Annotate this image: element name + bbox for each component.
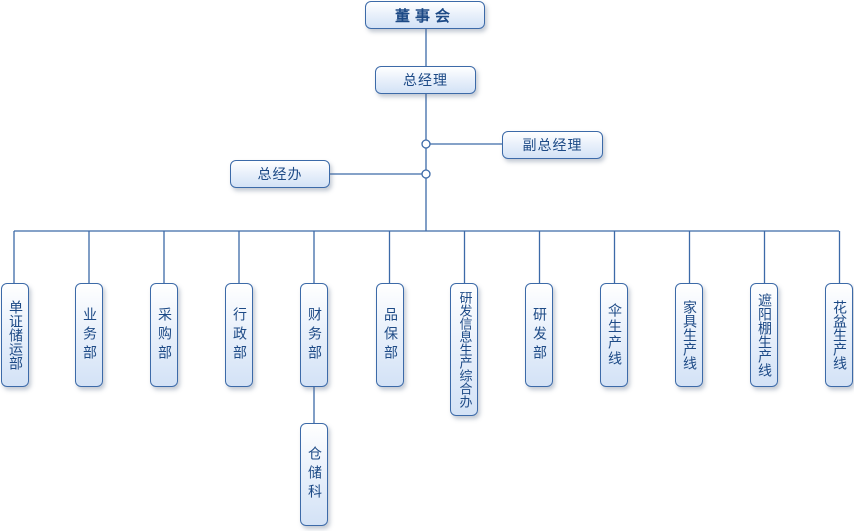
- org-node-gm-office[interactable]: 总经办: [230, 160, 330, 188]
- org-node-label: 总经办: [257, 167, 303, 183]
- org-node-department[interactable]: 花盆生产线: [825, 283, 853, 387]
- org-node-department[interactable]: 品保部: [376, 283, 404, 387]
- org-node-label: 品保部: [382, 306, 398, 364]
- org-node-department[interactable]: 行政部: [225, 283, 253, 387]
- org-node-label: 采购部: [156, 306, 172, 364]
- junction-node-gm-office: [421, 169, 431, 179]
- org-node-label: 财务部: [306, 306, 322, 364]
- org-node-label: 总经理: [403, 73, 448, 89]
- org-node-label: 单证储运部: [7, 300, 23, 370]
- junction-node-deputy: [421, 139, 431, 149]
- org-node-department[interactable]: 采购部: [150, 283, 178, 387]
- org-node-department[interactable]: 单证储运部: [1, 283, 29, 387]
- org-node-department[interactable]: 遮阳棚生产线: [750, 283, 778, 387]
- org-node-department[interactable]: 家具生产线: [675, 283, 703, 387]
- org-node-deputy-general-manager[interactable]: 副总经理: [502, 131, 603, 159]
- org-node-label: 研发信息生产综合办: [456, 291, 472, 408]
- org-node-department[interactable]: 研发部: [525, 283, 553, 387]
- org-node-label: 行政部: [231, 306, 247, 364]
- org-node-department[interactable]: 业务部: [75, 283, 103, 387]
- org-node-label: 家具生产线: [681, 300, 697, 370]
- org-node-warehouse-section[interactable]: 仓储科: [300, 423, 328, 526]
- org-node-label: 董事会: [394, 6, 455, 25]
- org-node-department[interactable]: 伞生产线: [600, 283, 628, 387]
- org-node-department[interactable]: 研发信息生产综合办: [450, 283, 478, 416]
- org-node-department-finance[interactable]: 财务部: [300, 283, 328, 387]
- org-node-label: 遮阳棚生产线: [756, 293, 772, 377]
- org-node-label: 副总经理: [522, 138, 583, 154]
- org-node-general-manager[interactable]: 总经理: [375, 66, 476, 94]
- org-node-label: 业务部: [81, 306, 97, 364]
- org-node-label: 花盆生产线: [831, 300, 847, 370]
- org-node-label: 伞生产线: [606, 303, 622, 367]
- org-node-board[interactable]: 董事会: [365, 1, 485, 29]
- org-node-label: 研发部: [531, 306, 547, 364]
- org-node-label: 仓储科: [306, 446, 322, 503]
